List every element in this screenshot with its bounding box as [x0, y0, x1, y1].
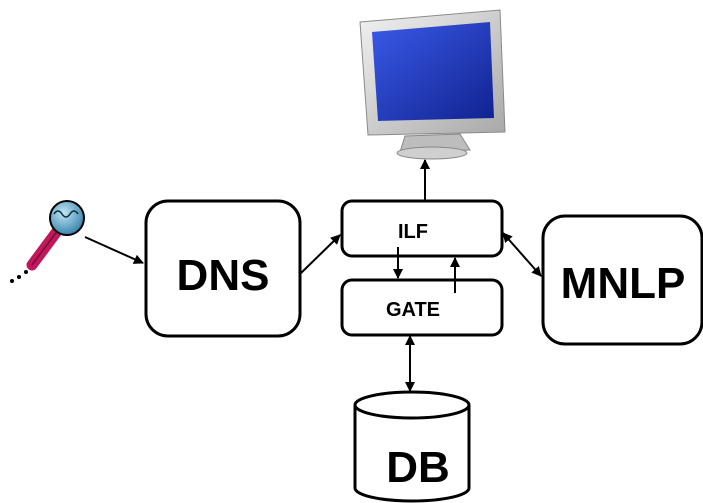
db-node: DB: [353, 390, 471, 503]
arrow-dns-to-ilf: [299, 234, 341, 275]
arrow-mic-to-dns: [84, 236, 144, 264]
ilf-node: ILF: [340, 199, 504, 258]
gate-label: GATE: [386, 299, 440, 321]
mnlp-node: MNLP: [541, 214, 703, 346]
arrow-ilf-mnlp: [502, 232, 542, 277]
gate-node: GATE: [340, 278, 504, 337]
dns-node: DNS: [144, 199, 302, 338]
computer-monitor-icon: [359, 9, 506, 160]
db-label: DB: [386, 443, 450, 492]
ilf-label: ILF: [398, 221, 428, 243]
mnlp-label: MNLP: [561, 259, 686, 308]
microphone-icon: [10, 200, 85, 283]
dns-label: DNS: [177, 251, 270, 300]
